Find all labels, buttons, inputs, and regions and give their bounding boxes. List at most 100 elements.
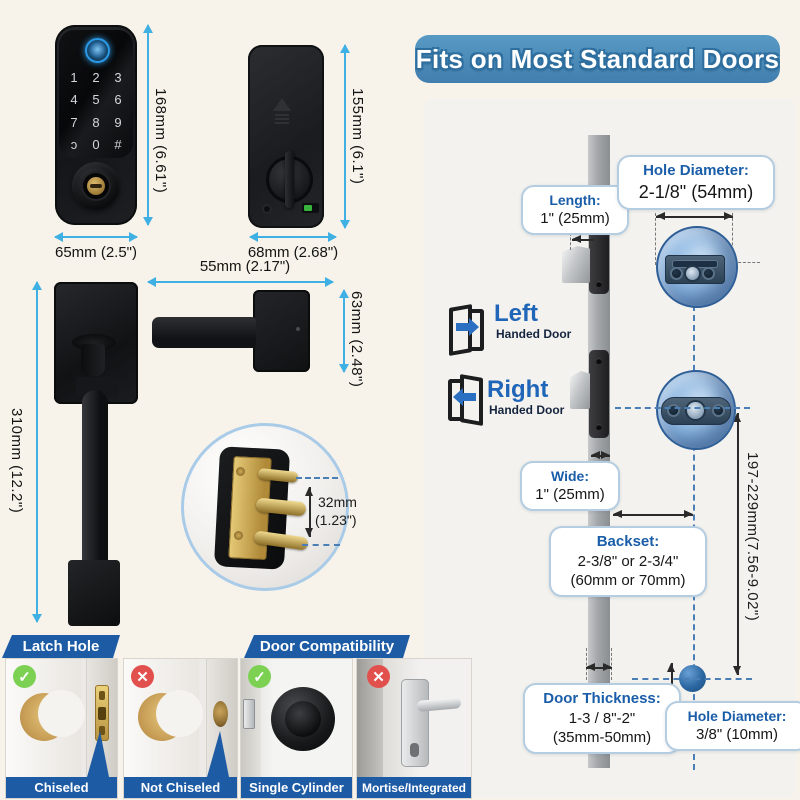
inset-guide-dash-top (296, 477, 338, 479)
not-chiseled-caption: Not Chiseled (124, 777, 237, 798)
handleset-bottom-mount (68, 560, 120, 626)
bore-hole-highlight (38, 690, 85, 737)
mortise-keyhole (410, 743, 419, 757)
pointer-triangle (87, 731, 109, 777)
fingerprint-sensor-icon (85, 38, 110, 63)
hole-top-guide-right (732, 213, 733, 265)
length-label-box: Length: 1" (25mm) (521, 185, 629, 235)
dimension-arrow-handleset-height (32, 281, 42, 623)
single-cylinder-photo (241, 659, 352, 777)
latch-screw (236, 467, 245, 476)
mortise-lever (416, 697, 462, 712)
check-icon: ✓ (13, 665, 36, 688)
front-lock-screen: 1 2 3 4 5 6 7 8 9 ↄ 0 # (59, 30, 133, 158)
lever-handle-bar (152, 317, 256, 348)
length-guide-dash (570, 228, 571, 250)
keypad-key: 3 (114, 69, 122, 85)
dimension-arrow-lever-height (339, 289, 349, 373)
pointer-triangle (207, 731, 229, 777)
chiseled-photo (6, 659, 117, 777)
inset-value2: (1.23") (315, 512, 357, 528)
keypad-key: # (114, 137, 122, 153)
bore-hole-highlight (156, 690, 203, 737)
latch-screw (234, 531, 243, 540)
single-cylinder-panel: ✓ Single Cylinder (241, 659, 352, 798)
length-pointer-arrow (572, 235, 594, 243)
front-lock-body: 1 2 3 4 5 6 7 8 9 ↄ 0 # (55, 25, 137, 225)
dimension-arrow-rear-width (249, 232, 337, 242)
hole-top-guide-left (655, 213, 656, 265)
hole-top-center-dash (724, 262, 760, 263)
left-word: Left (494, 300, 538, 327)
chiseled-panel: ✓ Chiseled (6, 659, 117, 798)
handleset-thumb-stem (81, 344, 105, 376)
left-sub: Handed Door (496, 327, 572, 341)
hole-top-value: 2-1/8" (54mm) (638, 181, 754, 202)
crosshair-dash-horizontal (615, 407, 750, 409)
lever-backplate (253, 290, 310, 372)
keypad-key: 0 (92, 137, 100, 153)
lever-screw (296, 327, 300, 331)
up-triangle-emboss-icon (273, 98, 291, 111)
right-handed-door-icon (445, 373, 483, 427)
hole-diameter-top-box: Hole Diameter: 2-1/8" (54mm) (617, 155, 775, 210)
backset-title: Backset: (596, 533, 660, 550)
keypad-key: 7 (70, 114, 78, 130)
cross-icon: ✕ (131, 665, 154, 688)
backset-measure-arrow (613, 510, 693, 518)
door-thickness-box: Door Thickness: 1-3 / 8"-2" (35mm-50mm) (523, 683, 681, 754)
unchiseled-latch-hole (213, 701, 228, 727)
dimension-arrow-lever-width (147, 277, 334, 287)
door-thickness-line1: 1-3 / 8"-2" (568, 709, 636, 727)
wide-title: Wide: (551, 468, 589, 484)
hole-bottom-title: Hole Diameter: (687, 708, 787, 724)
backset-line1: 2-3/8" or 2-3/4" (577, 552, 679, 570)
handleset-height-label: 310mm (12.2") (8, 408, 25, 514)
cross-icon: ✕ (367, 665, 390, 688)
keypad-key: ↄ (70, 137, 78, 153)
keyhole (72, 162, 120, 210)
keypad-key: 5 (92, 92, 100, 108)
span-measure-arrow (733, 413, 741, 675)
right-word: Right (487, 376, 549, 403)
door-knob-cap (285, 701, 321, 737)
right-sub: Handed Door (489, 403, 565, 417)
keypad-key: 4 (70, 92, 78, 108)
door-compatibility-header: Door Compatibility (244, 635, 410, 658)
rear-lock-button (262, 204, 272, 214)
latch-hole-header: Latch Hole (2, 635, 120, 658)
keypad-key: 6 (114, 92, 122, 108)
deadbolt-mechanism-graphic (661, 397, 731, 425)
keypad-key: 1 (70, 69, 78, 85)
dimension-arrow-front-width (54, 232, 138, 242)
door-thickness-title: Door Thickness: (543, 690, 661, 707)
emboss-lines (275, 114, 289, 116)
inset-measure-arrow (305, 487, 313, 537)
span-label: 197-229mm(7.56-9.02") (744, 452, 761, 622)
rear-lock-body (248, 45, 324, 228)
length-value: 1" (25mm) (540, 210, 610, 228)
chiseled-latch-plate (95, 685, 109, 741)
dimension-arrow-rear-height (340, 44, 350, 229)
keyhole-slot (90, 184, 102, 188)
rear-lock-switch (302, 203, 319, 213)
hole-top-title: Hole Diameter: (643, 162, 749, 179)
dimension-arrow-front-height (143, 24, 153, 226)
rear-height-label: 155mm (6.1") (349, 88, 366, 185)
bore-hole-top-view (656, 226, 738, 308)
not-chiseled-photo (124, 659, 237, 777)
banner-title: Fits on Most Standard Doors (415, 43, 780, 74)
check-icon: ✓ (248, 665, 271, 688)
keypad-key: 8 (92, 114, 100, 130)
wide-label-box: Wide: 1" (25mm) (520, 461, 620, 511)
banner: Fits on Most Standard Doors (415, 35, 780, 83)
front-width-label: 65mm (2.5") (54, 244, 137, 261)
chiseled-caption: Chiseled (6, 777, 117, 798)
wide-measure-arrow (591, 451, 610, 459)
deadbolt-hook (570, 371, 590, 409)
inset-guide-dash-bottom (302, 544, 340, 546)
latch-bolt (243, 699, 255, 729)
door-thickness-line2: (35mm-50mm) (552, 729, 652, 746)
wide-value: 1" (25mm) (535, 486, 605, 504)
